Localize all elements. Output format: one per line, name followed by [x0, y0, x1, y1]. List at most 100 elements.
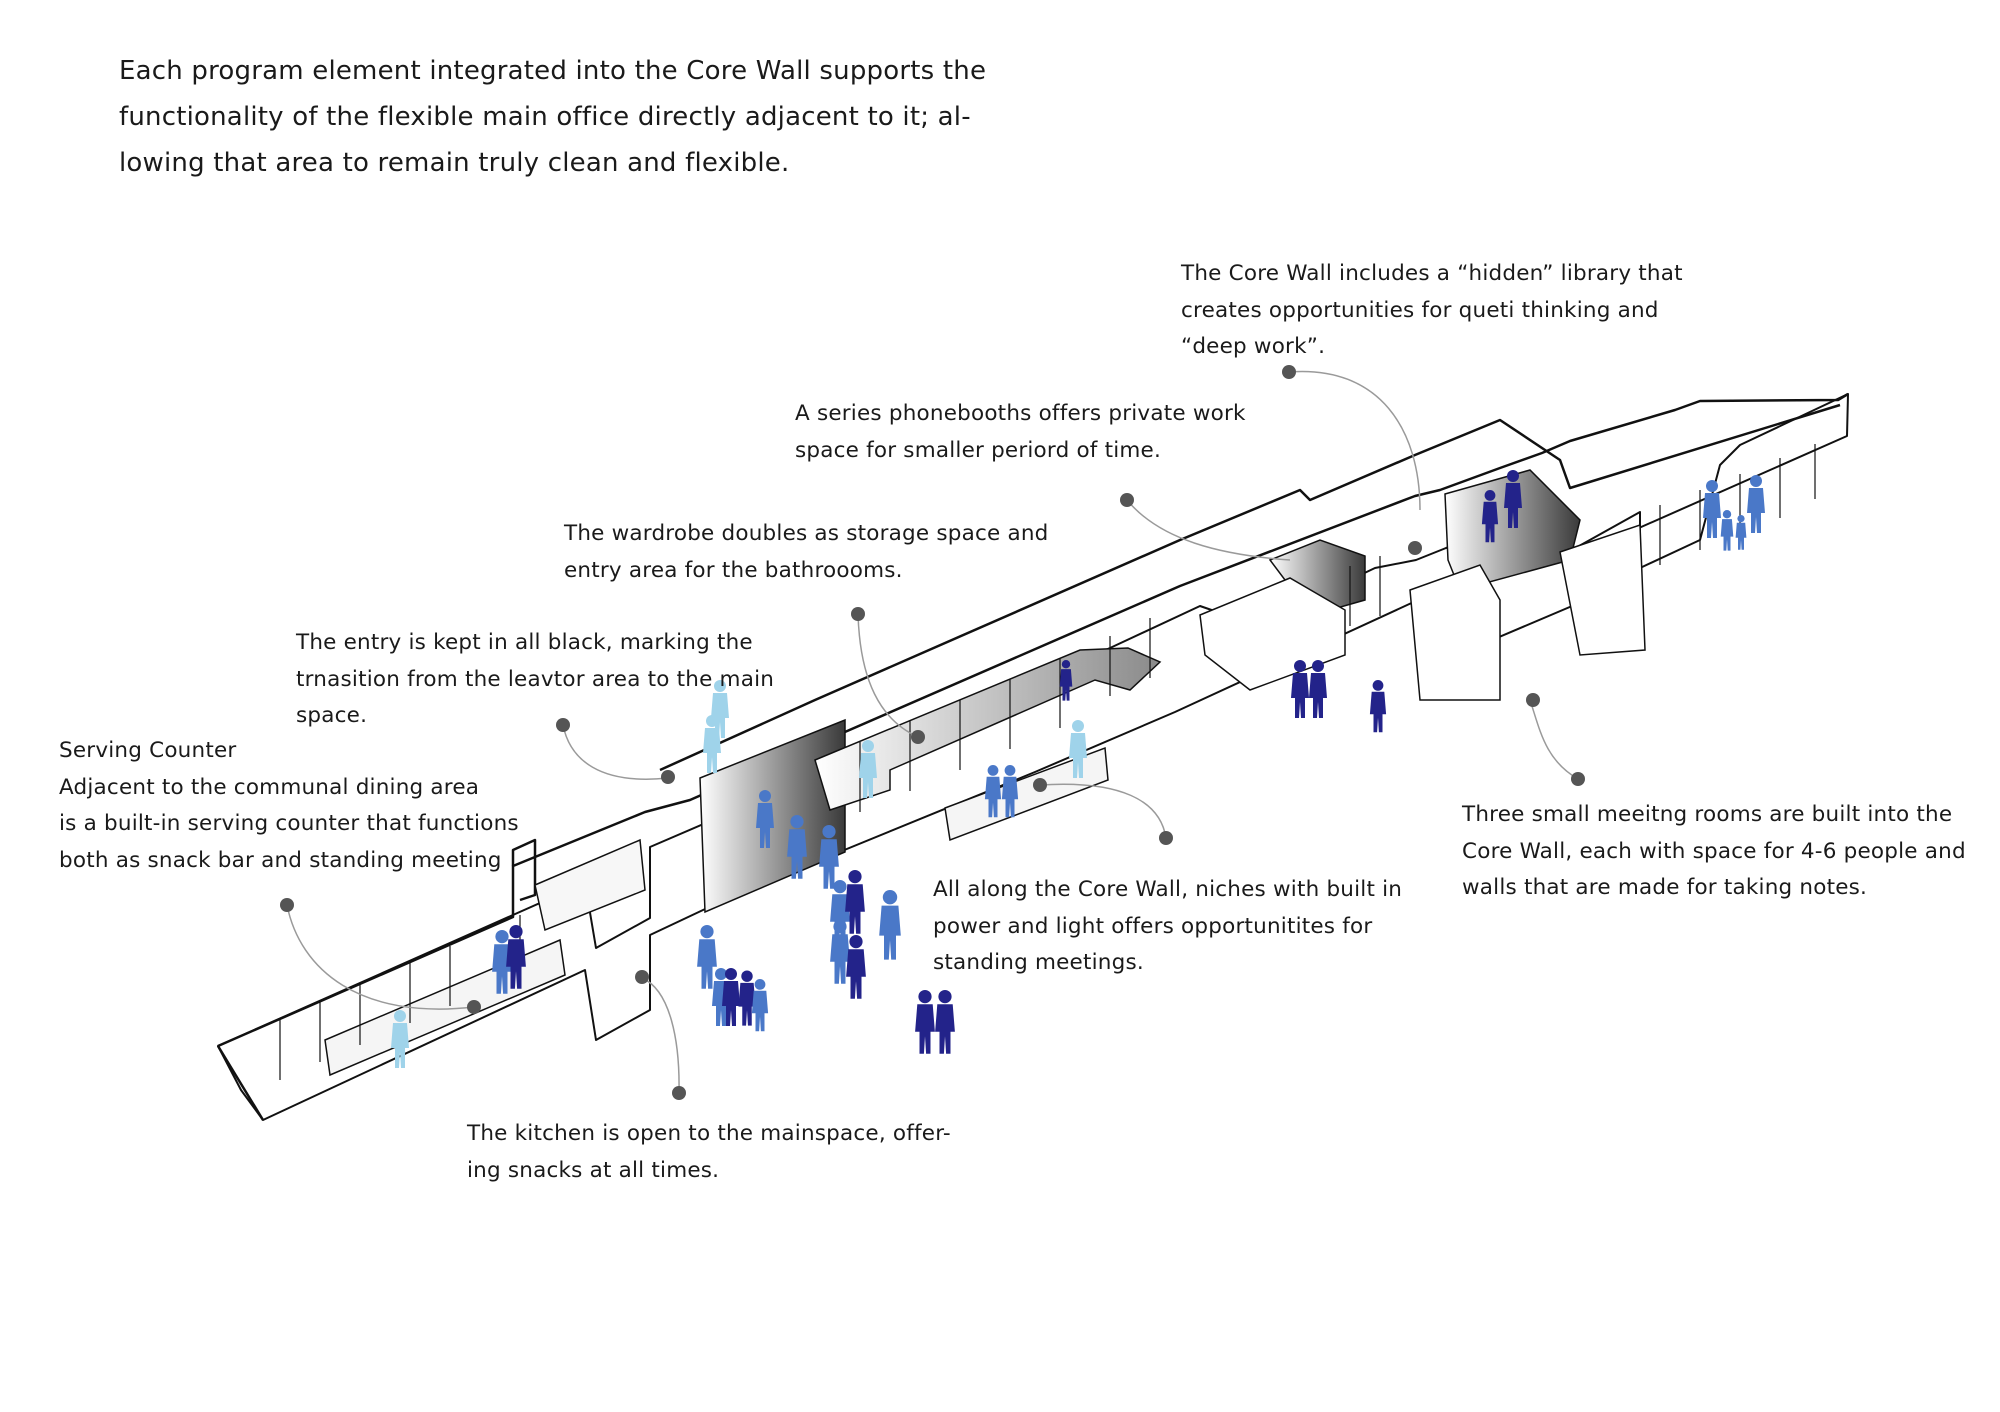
callout-line: is a built-in serving counter that funct…	[59, 811, 519, 836]
intro-line: Each program element integrated into the…	[119, 56, 987, 86]
person-figure	[697, 925, 717, 989]
leader-niches	[1039, 783, 1167, 839]
callout-line: space.	[296, 703, 368, 728]
callout-line: walls that are made for taking notes.	[1462, 875, 1868, 900]
callout-line: Serving Counter	[59, 738, 237, 763]
person-head	[509, 925, 523, 939]
callout-entry: The entry is kept in all black, marking …	[296, 625, 774, 735]
person-head	[833, 920, 847, 934]
person-figure	[830, 880, 850, 944]
dot-wardrobe-2	[911, 730, 925, 744]
callout-line: entry area for the bathroooms.	[564, 557, 903, 583]
person-body	[1747, 488, 1765, 533]
person-head	[1484, 490, 1496, 501]
leader-phonebooths	[1126, 499, 1291, 561]
person-head	[715, 968, 727, 980]
callout-line: The entry is kept in all black, marking …	[296, 630, 753, 655]
person-figure	[1309, 660, 1327, 718]
wall-panel-lines	[279, 444, 1816, 1080]
person-head	[1294, 660, 1306, 672]
dot-niches	[1159, 831, 1173, 845]
person-body	[915, 1004, 935, 1054]
dot-library	[1282, 365, 1296, 379]
person-head	[1750, 475, 1762, 487]
callout-line: “deep work”.	[1181, 334, 1326, 359]
person-body	[1291, 673, 1309, 718]
person-head	[495, 930, 509, 944]
person-head	[1312, 660, 1324, 672]
dot-meeting-2	[1526, 693, 1540, 707]
meeting-room-2	[1409, 564, 1501, 701]
person-figure	[722, 968, 740, 1026]
person-figure	[819, 825, 839, 889]
dot-serving	[280, 898, 294, 912]
person-figure	[984, 765, 1002, 818]
callout-line: space for smaller periord of time.	[795, 437, 1162, 463]
callout-serving-counter: Serving Counter Adjacent to the communal…	[59, 733, 519, 879]
person-body	[391, 1023, 409, 1068]
person-head	[1004, 765, 1016, 776]
callout-line: standing meetings.	[933, 950, 1144, 975]
person-body	[506, 939, 526, 989]
person-figure	[1291, 660, 1309, 718]
person-head	[882, 890, 898, 905]
person-body	[846, 949, 866, 999]
callout-line: A series phonebooths offers private work	[795, 401, 1246, 426]
leader-serving	[286, 904, 475, 1010]
person-figure	[506, 925, 526, 989]
person-body	[859, 753, 877, 798]
person-head	[938, 990, 952, 1004]
person-head	[790, 815, 804, 829]
person-figure	[751, 979, 769, 1032]
person-head	[1737, 515, 1745, 523]
person-head	[918, 990, 932, 1004]
person-body	[711, 693, 729, 738]
callout-line: Adjacent to the communal dining area	[59, 774, 480, 800]
people-figures	[391, 470, 1765, 1068]
person-figure	[1703, 480, 1721, 538]
person-head	[741, 970, 753, 982]
person-head	[1372, 680, 1384, 691]
person-head	[1072, 720, 1084, 732]
dot-kitchen-2	[635, 970, 649, 984]
person-body	[738, 982, 756, 1026]
person-head	[1706, 480, 1718, 492]
person-body	[830, 934, 850, 984]
person-figure	[1481, 490, 1499, 543]
leader-wardrobe	[857, 613, 919, 738]
person-body	[879, 905, 901, 960]
person-figure	[787, 815, 807, 879]
callout-niches: All along the Core Wall, niches with bui…	[933, 872, 1402, 982]
callout-meeting-rooms: Three small meeitng rooms are built into…	[1462, 797, 1966, 907]
person-head	[848, 870, 862, 884]
person-body	[1504, 483, 1522, 528]
person-head	[1061, 660, 1071, 669]
person-figure	[756, 790, 774, 848]
leader-kitchen	[641, 977, 680, 1094]
dot-wardrobe	[851, 607, 865, 621]
dot-niches-2	[1033, 778, 1047, 792]
callout-library: The Core Wall includes a “hidden” librar…	[1181, 256, 1683, 366]
intro-line: lowing that area to remain truly clean a…	[119, 148, 790, 178]
callout-wardrobe: The wardrobe doubles as storage space an…	[564, 516, 1049, 589]
person-body	[1481, 501, 1499, 543]
person-figure	[1369, 680, 1387, 733]
person-head	[754, 979, 766, 990]
callout-line: The Core Wall includes a “hidden” librar…	[1181, 261, 1683, 286]
dot-serving-2	[467, 1000, 481, 1014]
person-body	[1001, 776, 1019, 818]
wall-roof-back	[511, 838, 537, 902]
person-body	[1069, 733, 1087, 778]
person-body	[787, 829, 807, 879]
callout-kitchen: The kitchen is open to the mainspace, of…	[467, 1116, 951, 1189]
dot-entry	[556, 718, 570, 732]
person-figure	[738, 970, 756, 1026]
callout-line: The kitchen is open to the mainspace, of…	[467, 1121, 951, 1146]
person-head	[725, 968, 737, 980]
callout-line: Three small meeitng rooms are built into…	[1462, 802, 1953, 827]
person-body	[722, 981, 740, 1026]
person-head	[833, 880, 847, 894]
person-figure	[830, 920, 850, 984]
dot-entry-2	[661, 770, 675, 784]
